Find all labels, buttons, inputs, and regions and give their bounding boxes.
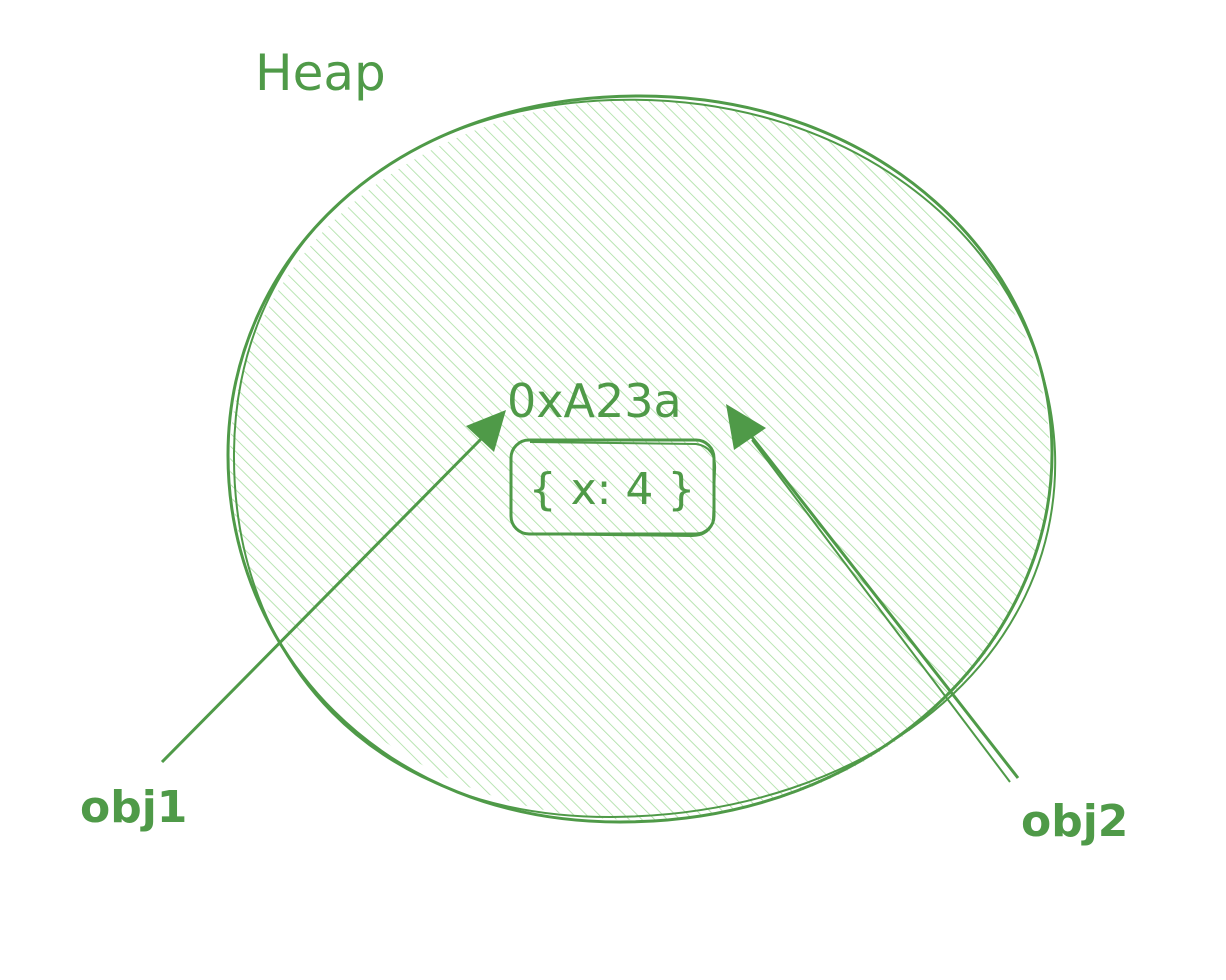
- heap-region: [226, 94, 1057, 824]
- object-value: { x: 4 }: [529, 464, 696, 515]
- address-label: 0xA23a: [507, 374, 682, 428]
- heap-outline-sketch: [232, 98, 1057, 819]
- object-box: { x: 4 }: [509, 438, 717, 538]
- obj2-arrowhead: [726, 404, 766, 450]
- obj1-arrow: [160, 410, 506, 764]
- obj2-label: obj2: [1021, 796, 1128, 847]
- obj2-arrow: [726, 404, 1020, 783]
- obj1-arrowhead: [466, 410, 506, 452]
- heap-outline: [226, 94, 1054, 824]
- heap-label: Heap: [255, 44, 386, 102]
- obj1-label: obj1: [80, 782, 187, 833]
